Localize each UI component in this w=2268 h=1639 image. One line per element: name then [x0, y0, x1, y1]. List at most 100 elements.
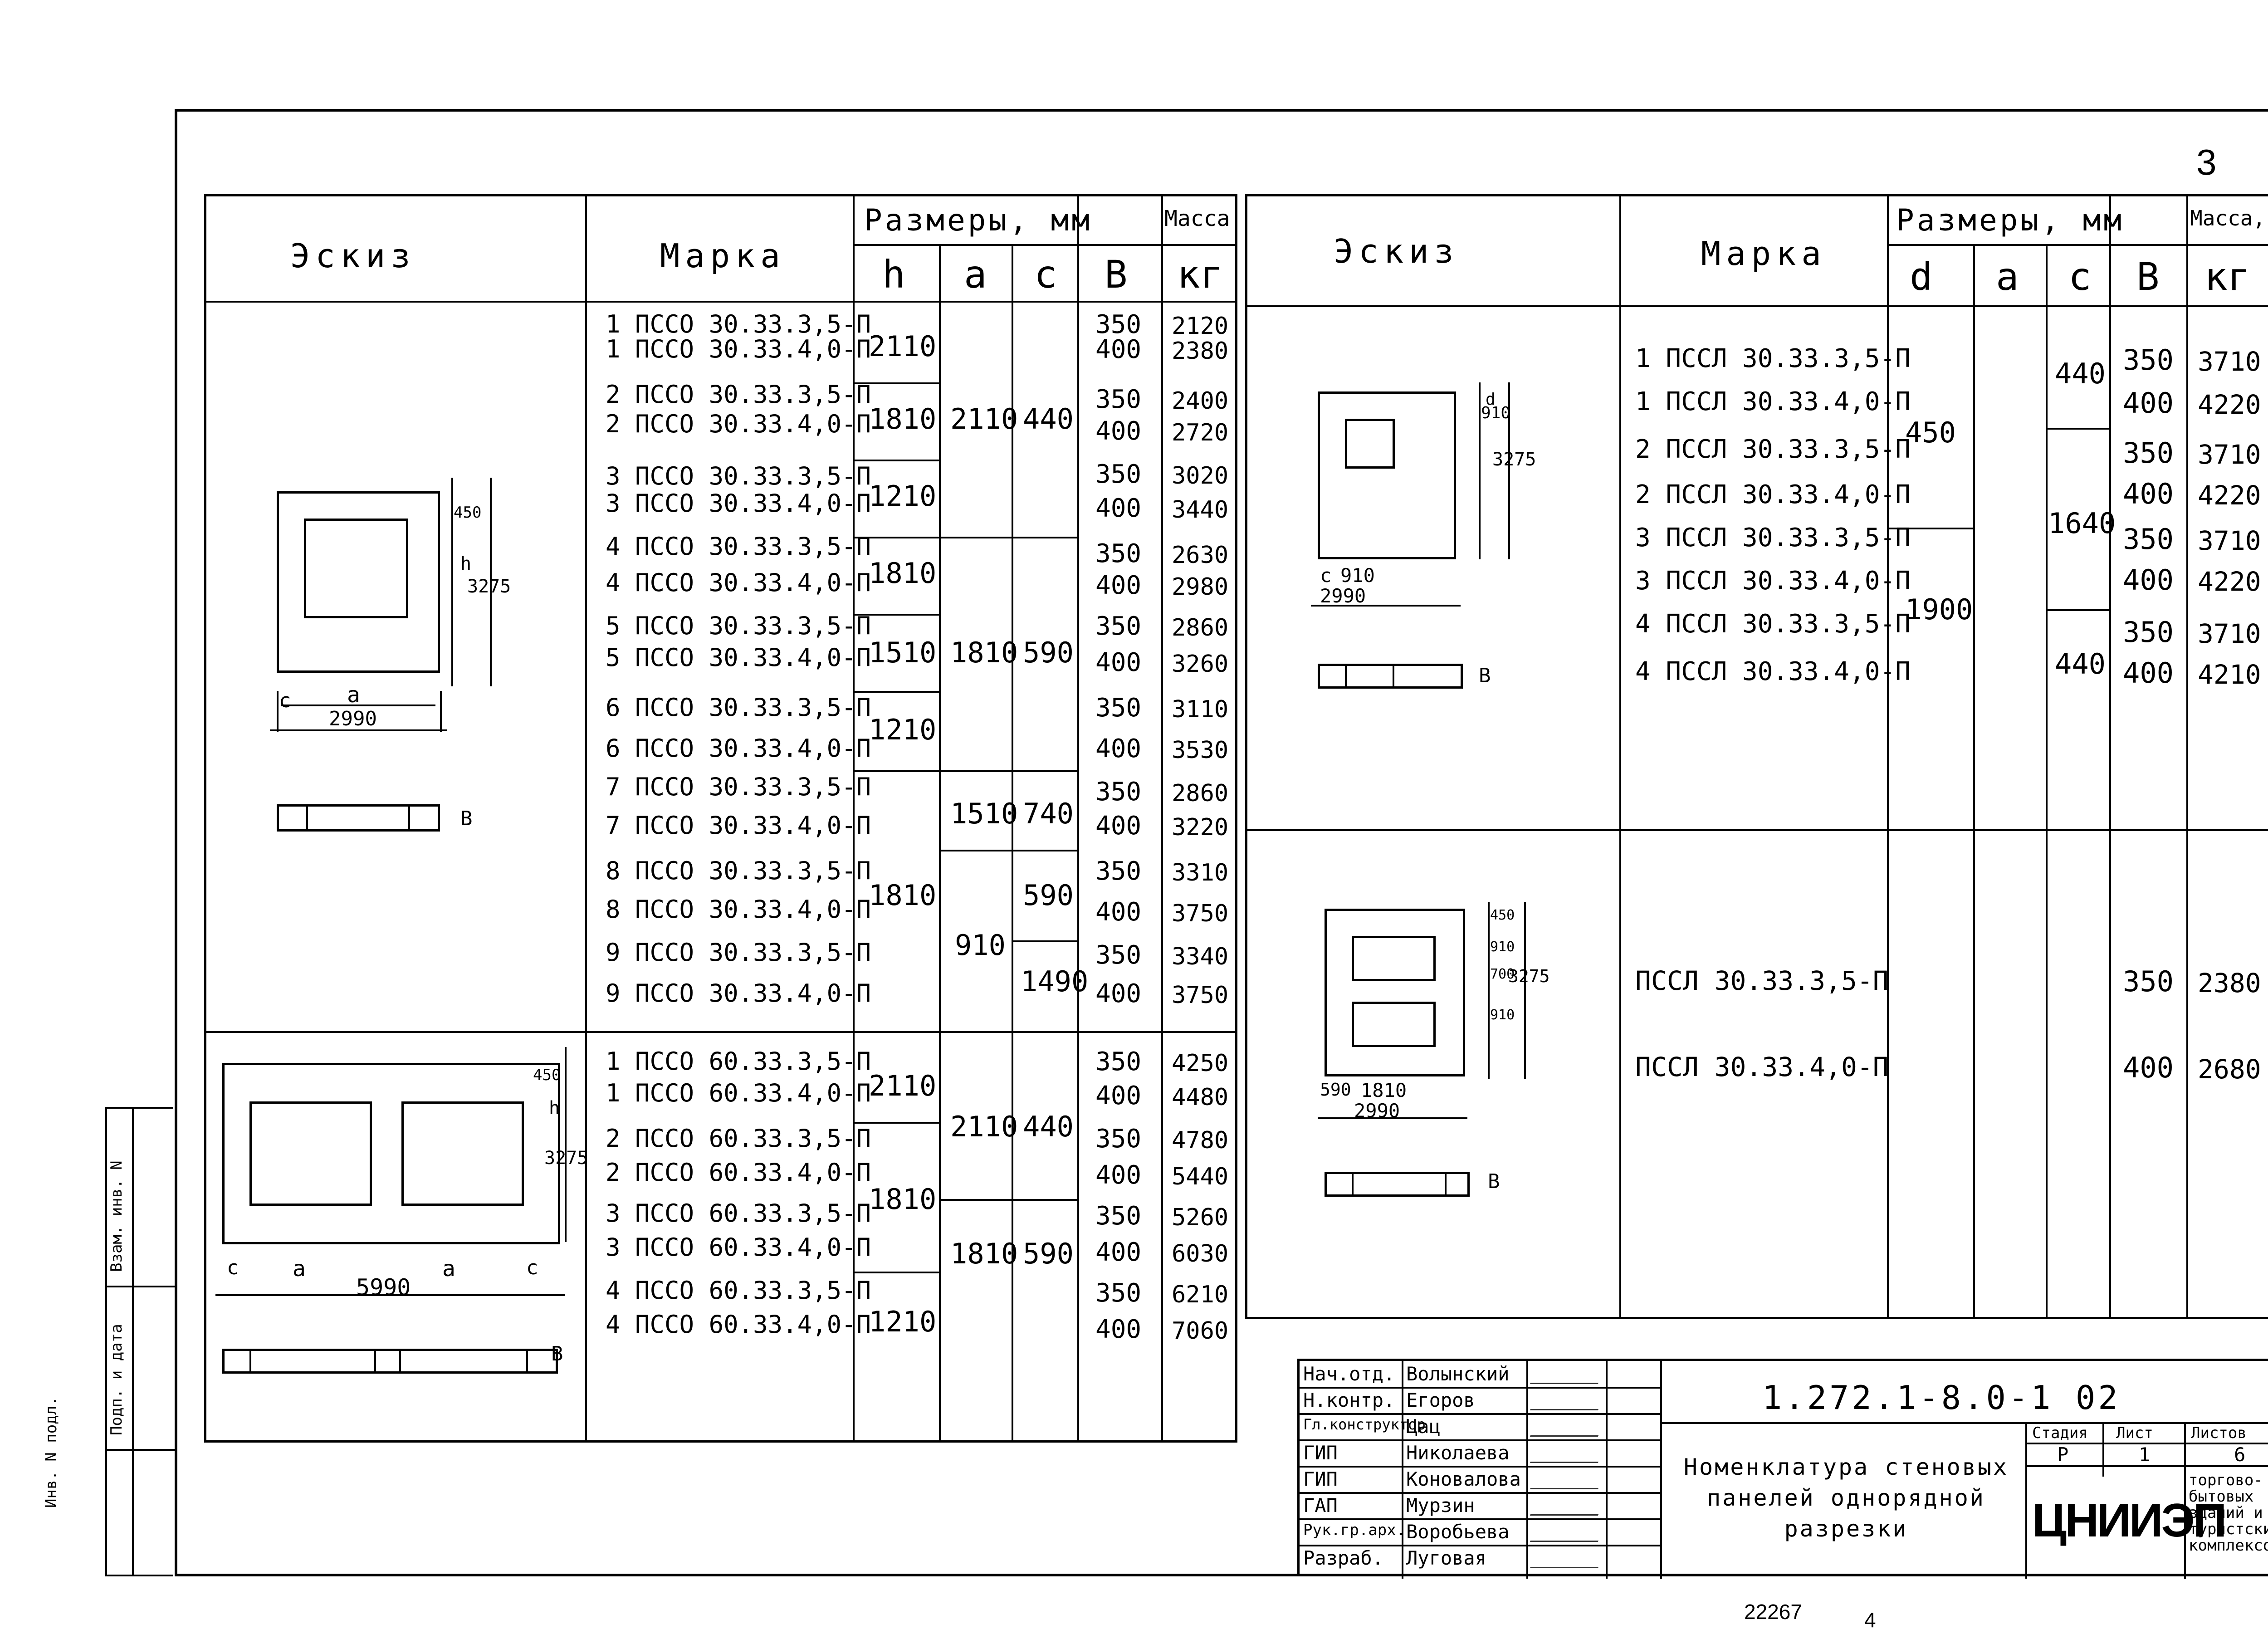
dim-700: 700: [1490, 966, 1515, 982]
mark-row: 2 ПССО 60.33.4,0-П: [606, 1158, 871, 1187]
cell-mass: 2400: [1172, 387, 1229, 415]
mark-row: 2 ПССО 60.33.3,5-П: [606, 1124, 871, 1153]
cell-b: 400: [2123, 1051, 2174, 1084]
dim-3275: 3275: [467, 576, 511, 597]
panel-sketch-two-windows: [1325, 909, 1465, 1076]
mark-row: 4 ПССЛ 30.33.4,0-П: [1635, 657, 1911, 686]
margin-label-inv: Инв. N подл.: [42, 1396, 60, 1508]
cell-mass: 4780: [1172, 1127, 1229, 1154]
cell-mass: 6030: [1172, 1240, 1229, 1267]
cell-a: 1810: [950, 1237, 1018, 1270]
cell-a: 2110: [950, 402, 1018, 435]
name: Мурзин: [1406, 1494, 1475, 1517]
dim-b: B: [460, 807, 473, 830]
header-mass: Масса: [1164, 206, 1230, 231]
role: Нач.отд.: [1303, 1363, 1395, 1385]
cell-mass: 4220: [2198, 566, 2261, 597]
header-c: c: [1034, 252, 1057, 297]
signature: [1530, 1419, 1605, 1437]
signature: [1530, 1472, 1605, 1489]
cell-mass: 3220: [1172, 814, 1229, 841]
cell-a: 2110: [950, 1110, 1018, 1143]
cell-b: 400: [2123, 477, 2174, 510]
cell-mass: 5260: [1172, 1204, 1229, 1231]
role: ГИП: [1303, 1442, 1338, 1464]
dim-910: 910: [1490, 1007, 1515, 1023]
cell-b: 400: [1095, 571, 1142, 600]
mark-row: 4 ПССО 60.33.4,0-П: [606, 1310, 871, 1339]
mark-row: 4 ПССО 30.33.4,0-П: [606, 568, 871, 597]
cell-mass: 3710: [2198, 439, 2261, 470]
mark-row: 3 ПССО 60.33.3,5-П: [606, 1199, 871, 1228]
cell-c: 440: [1023, 402, 1074, 435]
cell-b: 400: [1095, 416, 1142, 446]
dim-a: 1810: [1361, 1079, 1407, 1101]
dim-c: c: [1320, 564, 1332, 587]
panel-sketch-corner-window: [1318, 391, 1456, 559]
dim-a: a: [347, 682, 360, 708]
cell-a: 1810: [950, 636, 1018, 669]
cell-d: 450: [1905, 416, 1956, 449]
cell-a: 1510: [950, 797, 1018, 830]
dim-b: B: [1479, 664, 1491, 687]
header-h: h: [882, 252, 905, 297]
cell-mass: 2680: [2198, 1054, 2261, 1085]
cell-mass: 5440: [1172, 1163, 1229, 1190]
dim-450: 450: [1490, 907, 1515, 923]
cell-b: 400: [1095, 1315, 1142, 1344]
dim-2990: 2990: [1320, 585, 1366, 607]
cell-b: 350: [2123, 436, 2174, 470]
cell-mass: 3020: [1172, 462, 1229, 489]
dim-910: 910: [1481, 404, 1511, 422]
mark-row: 3 ПССЛ 30.33.3,5-П: [1635, 523, 1911, 553]
dim-3275: 3275: [1508, 966, 1550, 986]
cell-c: 1640: [2048, 507, 2116, 540]
cell-b: 350: [2123, 616, 2174, 649]
cell-mass: 3310: [1172, 859, 1229, 886]
left-margin-strip: Инв. N подл. Подп. и дата Взам. инв. N: [42, 1107, 175, 1576]
list-label: Лист: [2116, 1424, 2153, 1442]
cell-d: 1900: [1905, 593, 1973, 626]
dim-5990: 5990: [356, 1274, 411, 1301]
right-nomenclature-table: Эскиз Марка Размеры, мм Масса, d a c B к…: [1245, 194, 2268, 1319]
cell-mass: 2980: [1172, 573, 1229, 601]
dim-a: 910: [1340, 564, 1375, 587]
mark-row: 6 ПССО 30.33.3,5-П: [606, 693, 871, 722]
mark-row: 5 ПССО 30.33.3,5-П: [606, 612, 871, 640]
mark-row: 3 ПССЛ 30.33.4,0-П: [1635, 566, 1911, 596]
cell-b: 400: [1095, 1160, 1142, 1190]
signature: [1530, 1366, 1605, 1384]
document-code: 1.272.1-8.0-1 02: [1762, 1379, 2121, 1417]
mark-row: 4 ПССО 30.33.3,5-П: [606, 532, 871, 561]
dim-d: d: [1486, 390, 1496, 409]
mark-row: 1 ПССО 30.33.3,5-П: [606, 310, 871, 338]
cell-mass: 3340: [1172, 943, 1229, 970]
cell-mass: 7060: [1172, 1317, 1229, 1345]
cell-c: 590: [1023, 1237, 1074, 1270]
mark-row: 4 ПССЛ 30.33.3,5-П: [1635, 609, 1911, 639]
role: Гл.конструктор: [1303, 1416, 1426, 1433]
footer-code: 22267: [1744, 1600, 1802, 1624]
mark-row: 3 ПССО 60.33.4,0-П: [606, 1233, 871, 1262]
cell-c: 1490: [1021, 965, 1089, 998]
left-nomenclature-table: Эскиз Марка Размеры, мм Масса h a c B кг…: [204, 194, 1237, 1443]
listov-value: 6: [2234, 1443, 2246, 1466]
cell-c: 440: [2055, 647, 2106, 680]
cell-h: 2110: [869, 330, 937, 363]
cell-c: 440: [2055, 357, 2106, 390]
dim-a-2a: a: [293, 1256, 306, 1282]
cell-h: 1810: [869, 557, 937, 590]
margin-label-vzam: Взам. инв. N: [108, 1160, 126, 1272]
listov-label: Листов: [2191, 1424, 2247, 1442]
cell-mass: 3750: [1172, 900, 1229, 927]
signature: [1530, 1498, 1605, 1516]
signature: [1530, 1524, 1605, 1542]
mark-row: ПССЛ 30.33.4,0-П: [1635, 1052, 1889, 1082]
window-opening-bottom: [1352, 1002, 1436, 1047]
cell-b: 400: [1095, 734, 1142, 763]
cell-mass: 2380: [2198, 968, 2261, 998]
dim-c: 590: [1320, 1080, 1351, 1100]
cell-h: 1210: [869, 1305, 937, 1338]
mark-row: 3 ПССО 30.33.3,5-П: [606, 462, 871, 490]
cell-a: 910: [955, 929, 1006, 962]
